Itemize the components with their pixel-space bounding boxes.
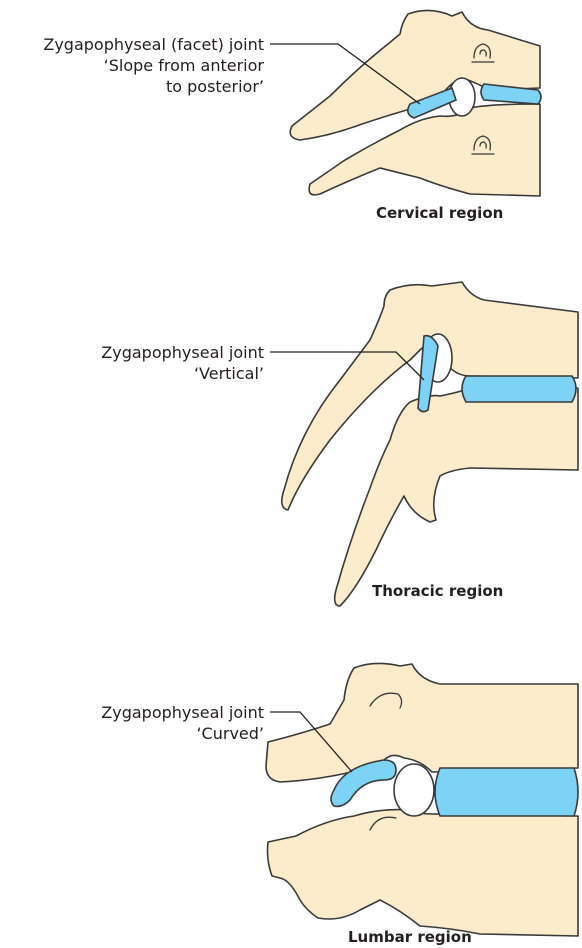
thoracic-intervertebral-disc (462, 376, 576, 402)
cervical-illustration (290, 10, 541, 196)
lumbar-joint-label: Zygapophyseal joint ‘Curved’ (101, 702, 264, 744)
lumbar-illustration (266, 663, 578, 936)
lumbar-intervertebral-disc (435, 768, 578, 816)
thoracic-joint-label-line-1: Zygapophyseal joint (101, 342, 264, 363)
lumbar-joint-label-line-1: Zygapophyseal joint (101, 702, 264, 723)
thoracic-illustration (282, 282, 578, 606)
thoracic-joint-label-line-2: ‘Vertical’ (101, 363, 264, 384)
thoracic-lower-vertebra (335, 388, 578, 606)
cervical-joint-label-line-2: ‘Slope from anterior (43, 55, 264, 76)
lumbar-region-caption: Lumbar region (348, 928, 472, 946)
lumbar-joint-label-line-2: ‘Curved’ (101, 723, 264, 744)
lumbar-lower-vertebra (268, 810, 579, 936)
cervical-joint-label-line-1: Zygapophyseal (facet) joint (43, 34, 264, 55)
lumbar-articular-process (394, 764, 434, 816)
cervical-joint-label-line-3: to posterior’ (43, 76, 264, 97)
lumbar-upper-vertebra (266, 663, 578, 782)
cervical-region-caption: Cervical region (376, 204, 503, 222)
thoracic-joint-label: Zygapophyseal joint ‘Vertical’ (101, 342, 264, 384)
cervical-joint-label: Zygapophyseal (facet) joint ‘Slope from … (43, 34, 264, 97)
thoracic-region-caption: Thoracic region (372, 582, 503, 600)
